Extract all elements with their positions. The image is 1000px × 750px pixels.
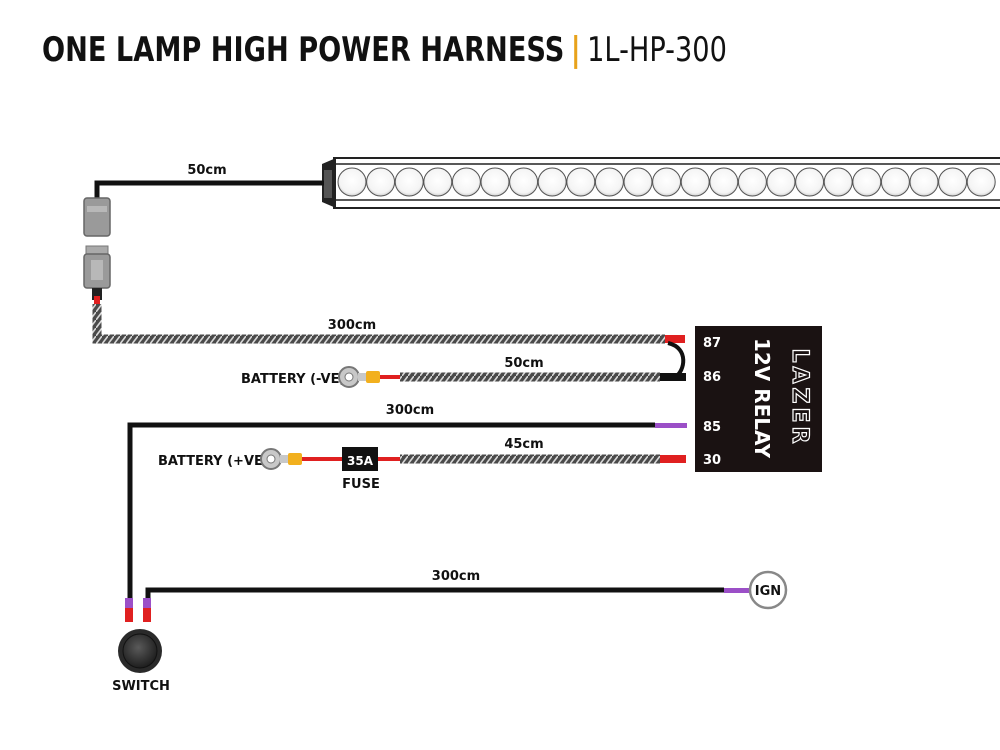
title-separator: | — [570, 30, 581, 70]
ignition-terminal: IGN — [748, 570, 788, 610]
relay-label: 12V RELAY — [750, 338, 774, 459]
switch-button — [122, 633, 158, 669]
wire-length-ignition: 300cm — [432, 569, 480, 584]
led-lens — [709, 167, 739, 197]
purple-tip-ign — [724, 588, 750, 593]
pin-86: 86 — [703, 370, 721, 385]
led-lens — [880, 167, 910, 197]
relay-body — [695, 326, 822, 472]
led-lens — [566, 167, 596, 197]
led-lens — [737, 167, 767, 197]
jumper-wire — [667, 341, 686, 378]
light-bar — [322, 157, 1000, 209]
led-lens — [366, 167, 396, 197]
ring-terminal-pos — [260, 448, 302, 470]
title-text: ONE LAMP HIGH POWER HARNESS — [42, 30, 565, 70]
led-lens — [394, 167, 424, 197]
led-lens — [623, 167, 653, 197]
led-lens — [966, 167, 996, 197]
wire-85 — [127, 422, 655, 598]
red-lead-fuse — [378, 457, 400, 461]
switch-label: SWITCH — [112, 679, 170, 694]
part-code: 1L-HP-300 — [587, 30, 727, 70]
led-lens — [594, 167, 624, 197]
black-tip-86 — [660, 373, 686, 381]
led-lens — [652, 167, 682, 197]
led-row — [337, 167, 996, 197]
battery-pos-label: BATTERY (+VE) — [158, 454, 269, 469]
deutsch-connector-female — [83, 197, 111, 237]
relay-brand: LAZER — [787, 349, 812, 448]
relay-box: 87 86 85 30 LAZER 12V RELAY — [695, 326, 822, 472]
wire-length-30: 45cm — [504, 437, 543, 452]
red-tip-87 — [665, 335, 685, 343]
battery-neg-label: BATTERY (-VE) — [241, 372, 345, 387]
led-lens — [480, 167, 510, 197]
wire-length-lamp: 50cm — [187, 163, 226, 178]
led-lens — [795, 167, 825, 197]
deutsch-connector-male — [83, 245, 111, 304]
pin-85: 85 — [703, 420, 721, 435]
ring-terminal-neg — [338, 366, 380, 388]
switch — [118, 598, 162, 673]
led-lens — [909, 167, 939, 197]
led-lens — [938, 167, 968, 197]
fuse-holder: 35A — [342, 447, 378, 471]
led-lens — [680, 167, 710, 197]
led-lens — [423, 167, 453, 197]
led-lens — [337, 167, 367, 197]
led-lens — [766, 167, 796, 197]
led-lens — [509, 167, 539, 197]
led-lens — [537, 167, 567, 197]
wire-length-86: 50cm — [504, 356, 543, 371]
red-tip-30 — [660, 455, 686, 463]
led-lens — [852, 167, 882, 197]
red-lead-pos — [302, 457, 342, 461]
pin-30: 30 — [703, 453, 721, 468]
lamp-lead-wire — [94, 180, 324, 198]
led-lens — [451, 167, 481, 197]
page-title: ONE LAMP HIGH POWER HARNESS|1L-HP-300 — [42, 30, 727, 70]
red-lead-neg — [380, 375, 400, 379]
fuse-label: FUSE — [342, 477, 380, 492]
ignition-label: IGN — [755, 584, 781, 599]
pin-87: 87 — [703, 336, 721, 351]
led-lens — [823, 167, 853, 197]
fuse-rating: 35A — [347, 454, 374, 468]
wire-length-87: 300cm — [328, 318, 376, 333]
wire-ignition — [145, 587, 724, 598]
braided-wire-87 — [92, 304, 665, 344]
purple-tip-85 — [655, 423, 687, 428]
wire-length-85: 300cm — [386, 403, 434, 418]
